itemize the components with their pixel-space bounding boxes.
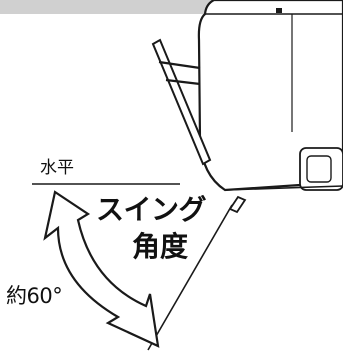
louver-closed <box>228 195 247 214</box>
angle-value-label: 約60° <box>6 284 63 308</box>
swing-limit-line <box>147 204 233 351</box>
louver-arm-lower <box>165 78 201 86</box>
swing-angle-arrow <box>43 190 160 348</box>
swing-angle-label-line2: 角度 <box>132 230 189 263</box>
louver-arm-upper <box>158 60 201 70</box>
air-conditioner-unit <box>151 0 343 214</box>
unit-bottom-edge <box>225 185 343 191</box>
horizontal-label: 水平 <box>40 158 74 178</box>
swing-angle-label-line1: スイング <box>96 193 207 226</box>
unit-indicator <box>276 8 282 13</box>
louver-flap <box>151 38 212 166</box>
unit-outlet-panel <box>299 147 343 191</box>
unit-outlet-inner <box>306 155 332 183</box>
